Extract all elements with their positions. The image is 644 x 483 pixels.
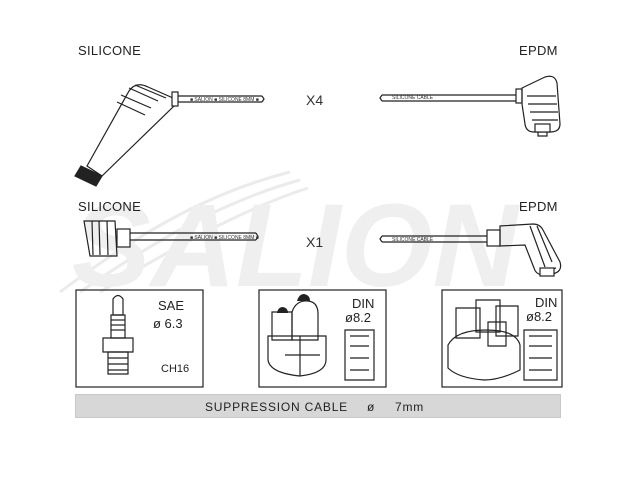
top-left-material-label: SILICONE (78, 43, 142, 58)
top-right-boot (521, 75, 561, 133)
sae-extra-label: CH16 (161, 363, 190, 375)
mid-left-boot (83, 220, 118, 257)
diameter-value: 7mm (395, 400, 425, 414)
din-right-size-label: ø8.2 (526, 309, 553, 324)
top-right-material-label: EPDM (519, 43, 558, 58)
cable-print-top-left: ■ SALION ■ SILICONE 8MM ■ (190, 97, 259, 103)
suppression-cable-label: SUPPRESSION CABLE (205, 400, 348, 414)
cable-print-top-right: SILICONE CABLE (392, 95, 434, 101)
top-left-terminal (74, 165, 103, 187)
din-left-type-label: DIN (352, 296, 375, 311)
din-socket-box-right (441, 289, 563, 388)
mid-right-material-label: EPDM (519, 199, 558, 214)
mid-left-material-label: SILICONE (78, 199, 142, 214)
din-socket-box-left (258, 289, 387, 388)
sae-type-label: SAE (158, 298, 185, 313)
sae-spark-plug-box (75, 289, 204, 388)
mid-right-boot (499, 223, 562, 276)
top-left-boot (86, 84, 176, 177)
sae-size-label: ø 6.3 (153, 316, 183, 331)
cable-print-mid-left: ■ SALION ■ SILICONE 8MM ■ (190, 235, 259, 241)
din-right-type-label: DIN (535, 295, 558, 310)
cable-print-mid-right: SILICONE CABLE (392, 237, 434, 243)
suppression-cable-bar (75, 394, 561, 418)
din-left-size-label: ø8.2 (345, 310, 372, 325)
diameter-symbol: ø (367, 400, 376, 414)
mid-quantity-label: X1 (306, 234, 324, 250)
top-quantity-label: X4 (306, 92, 324, 108)
